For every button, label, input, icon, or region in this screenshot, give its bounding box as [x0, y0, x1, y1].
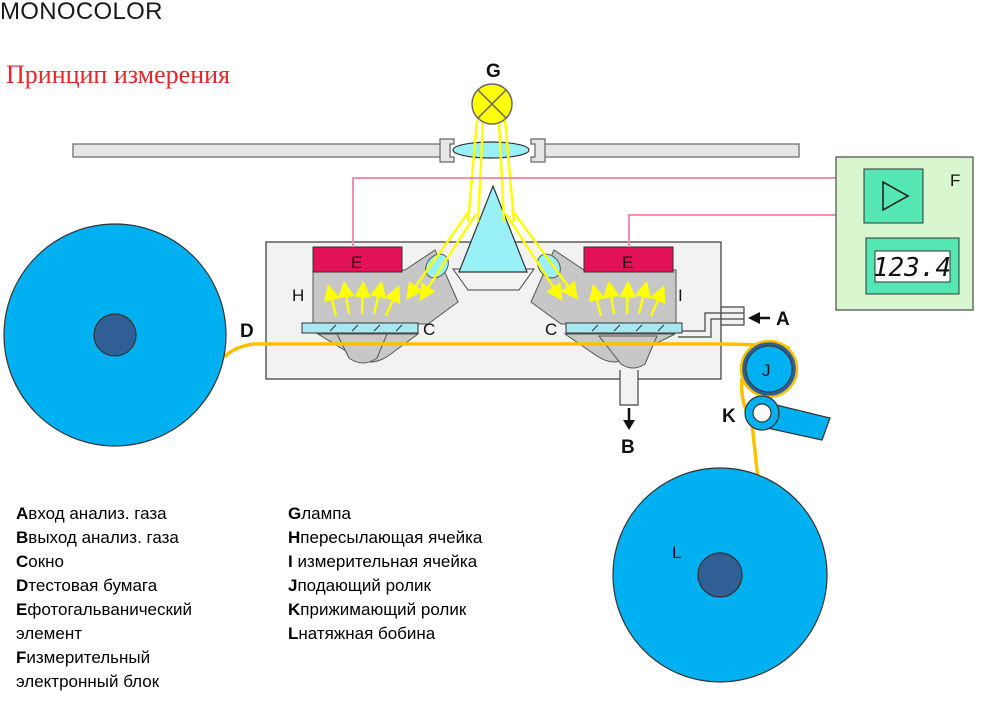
label-f: F [950, 171, 960, 190]
legend-right: Gлампа Hпересылающая ячейка I измеритель… [288, 502, 493, 646]
label-h: H [292, 286, 304, 305]
legend-item-l: Lнатяжная бобина [288, 624, 436, 643]
feed-roller [739, 339, 799, 399]
label-j: J [762, 361, 771, 380]
slide-subtitle: Принцип измерения [6, 60, 230, 89]
legend-left: Aвход анализ. газа Bвыход анализ. газа C… [16, 502, 256, 694]
photocell-right [583, 246, 674, 273]
label-e-left: E [351, 253, 362, 272]
top-rail [72, 138, 800, 163]
legend-item-h: Hпересылающая ячейка [288, 528, 483, 547]
amplifier [863, 168, 924, 224]
label-c-right: C [545, 320, 557, 339]
window-right [565, 322, 683, 334]
pressure-roller [744, 395, 831, 441]
label-a: A [776, 309, 790, 330]
slide-title: MONOCOLOR [0, 0, 163, 25]
legend-item-f: Fизмерительный электронный блок [16, 648, 160, 691]
lamp [471, 83, 513, 125]
label-c-left: C [423, 320, 435, 339]
beam-splitter [452, 184, 535, 291]
light-rays [323, 119, 666, 317]
label-d: D [240, 321, 254, 342]
label-e-right: E [622, 253, 633, 272]
legend-item-k: Kприжимающий ролик [288, 600, 467, 619]
electronics-unit: 123.4 [835, 156, 974, 311]
inlet-arrow [748, 312, 770, 324]
label-b: B [621, 437, 635, 458]
legend-item-b: Bвыход анализ. газа [16, 528, 179, 547]
legend-item-i: I измерительная ячейка [288, 552, 478, 571]
legend-item-e: Eфотогальванический элемент [16, 600, 192, 643]
label-l: L [672, 543, 681, 562]
legend-item-c: Cокно [16, 552, 65, 571]
outlet-arrow [623, 408, 635, 430]
label-i: I [678, 286, 683, 305]
legend-item-a: Aвход анализ. газа [16, 504, 167, 523]
window-left [301, 322, 419, 334]
photocell-left [312, 246, 403, 273]
supply-reel [3, 223, 227, 447]
legend-item-j: Jподающий ролик [288, 576, 431, 595]
legend-item-g: Gлампа [288, 504, 351, 523]
label-g: G [486, 61, 501, 82]
label-k: K [722, 406, 736, 427]
lens [452, 141, 530, 159]
display-value: 123.4 [873, 253, 951, 283]
take-up-reel [612, 467, 828, 683]
legend-item-d: Dтестовая бумага [16, 576, 158, 595]
